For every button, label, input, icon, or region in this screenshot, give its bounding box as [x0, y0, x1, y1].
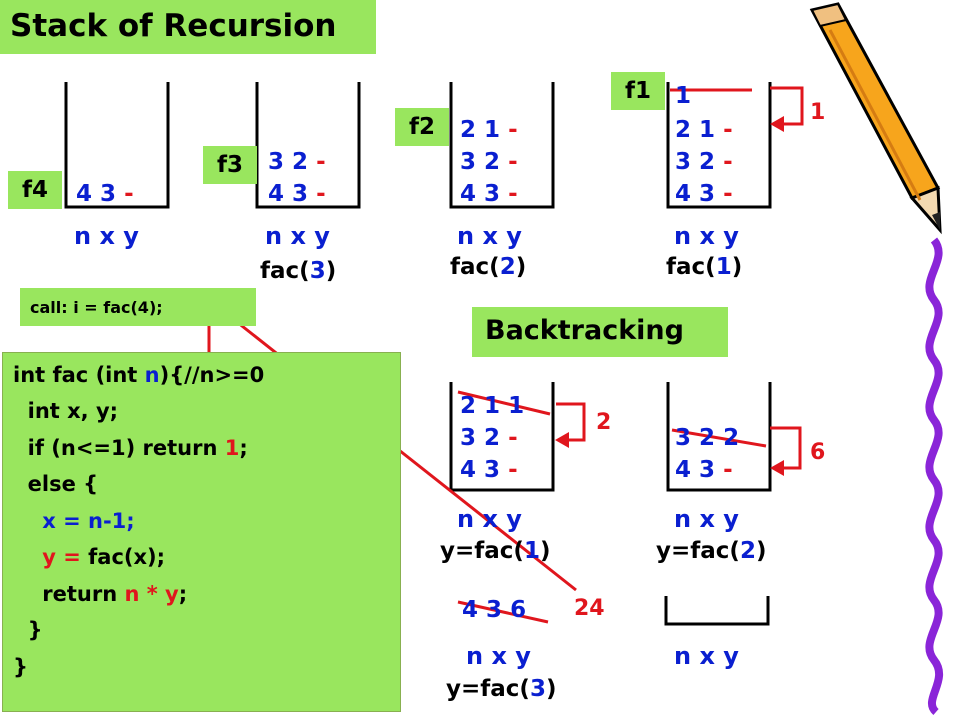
back2-caption: y=fac(2) — [656, 538, 767, 564]
title-background — [0, 0, 376, 54]
back4-label: n x y — [674, 642, 739, 670]
stack-container-f3 — [255, 82, 361, 209]
frame-f3-caption: fac(3) — [260, 258, 337, 284]
code-line-2: int x, y; — [13, 399, 119, 423]
back2-row-0: 3 2 2 — [675, 425, 740, 451]
back3-caption: y=fac(3) — [446, 676, 557, 702]
frame-tag-f2: f2 — [395, 108, 449, 146]
wavy-border — [925, 237, 944, 716]
frame-f4-row: 4 3 - — [76, 181, 134, 207]
return-value-1: 1 — [810, 100, 826, 125]
back2-label: n x y — [674, 505, 739, 533]
back3-row-0: 4 3 6 — [462, 597, 527, 623]
page-title: Stack of Recursion — [10, 8, 337, 44]
return-value-2: 2 — [596, 410, 612, 435]
frame-f2-label: n x y — [457, 222, 522, 250]
return-bracket-2-head — [555, 432, 569, 448]
return-bracket-6 — [770, 426, 802, 470]
return-bracket-6-head — [770, 460, 784, 476]
frame-f3-row-1: 4 3 - — [268, 181, 326, 207]
stack-container-back-1 — [449, 382, 555, 492]
strike-back2-top — [671, 428, 767, 448]
code-line-8: } — [13, 618, 43, 642]
frame-f1-caption: fac(1) — [666, 254, 743, 280]
stack-container-back-2 — [666, 382, 772, 492]
backtracking-background — [472, 307, 728, 357]
back1-caption: y=fac(1) — [440, 538, 551, 564]
frame-f1-label: n x y — [674, 222, 739, 250]
call-statement: call: i = fac(4); — [30, 298, 163, 317]
strike-back1-top — [457, 390, 551, 416]
code-line-5: x = n-1; — [13, 509, 135, 533]
code-line-3: if (n<=1) return 1; — [13, 436, 248, 460]
stack-container-f4 — [64, 82, 170, 209]
pencil-icon — [809, 2, 942, 235]
code-line-1: int fac (int n){//n>=0 — [13, 363, 265, 387]
back1-label: n x y — [457, 505, 522, 533]
frame-tag-f1: f1 — [611, 72, 665, 110]
back1-row-2: 4 3 - — [460, 457, 518, 483]
frame-f1-row-0: 1 — [675, 83, 692, 109]
return-bracket-1 — [770, 86, 804, 126]
strike-back3-top — [457, 600, 549, 624]
backtracking-title: Backtracking — [485, 315, 684, 346]
frame-f2-row-1: 3 2 - — [460, 149, 518, 175]
back1-row-1: 3 2 - — [460, 425, 518, 451]
frame-f2-caption: fac(2) — [450, 254, 527, 280]
return-bracket-2 — [556, 402, 586, 442]
stack-container-back-4 — [664, 596, 770, 626]
return-bracket-1-head — [770, 116, 784, 132]
call-background — [20, 288, 256, 326]
frame-f2-row-0: 2 1 - — [460, 117, 518, 143]
frame-tag-f3: f3 — [203, 146, 257, 184]
frame-f3-row-0: 3 2 - — [268, 149, 326, 175]
frame-f3-label: n x y — [265, 222, 330, 250]
code-line-6: y = fac(x); — [13, 545, 166, 569]
stack-container-f1 — [666, 82, 772, 209]
back1-row-0: 2 1 1 — [460, 393, 525, 419]
code-panel: int fac (int n){//n>=0 int x, y; if (n<=… — [2, 352, 401, 712]
code-line-4: else { — [13, 472, 99, 496]
frame-f1-row-2: 3 2 - — [675, 149, 733, 175]
back3-label: n x y — [466, 642, 531, 670]
return-value-24: 24 — [574, 596, 605, 621]
frame-f1-row-1: 2 1 - — [675, 117, 733, 143]
frame-f2-row-2: 4 3 - — [460, 181, 518, 207]
frame-f1-row-3: 4 3 - — [675, 181, 733, 207]
code-line-9: } — [13, 655, 28, 679]
return-value-6: 6 — [810, 440, 826, 465]
back2-row-1: 4 3 - — [675, 457, 733, 483]
stack-container-f2 — [449, 82, 555, 209]
frame-tag-f4: f4 — [8, 171, 62, 209]
code-line-7: return n * y; — [13, 582, 188, 606]
frame-f4-label: n x y — [74, 222, 139, 250]
